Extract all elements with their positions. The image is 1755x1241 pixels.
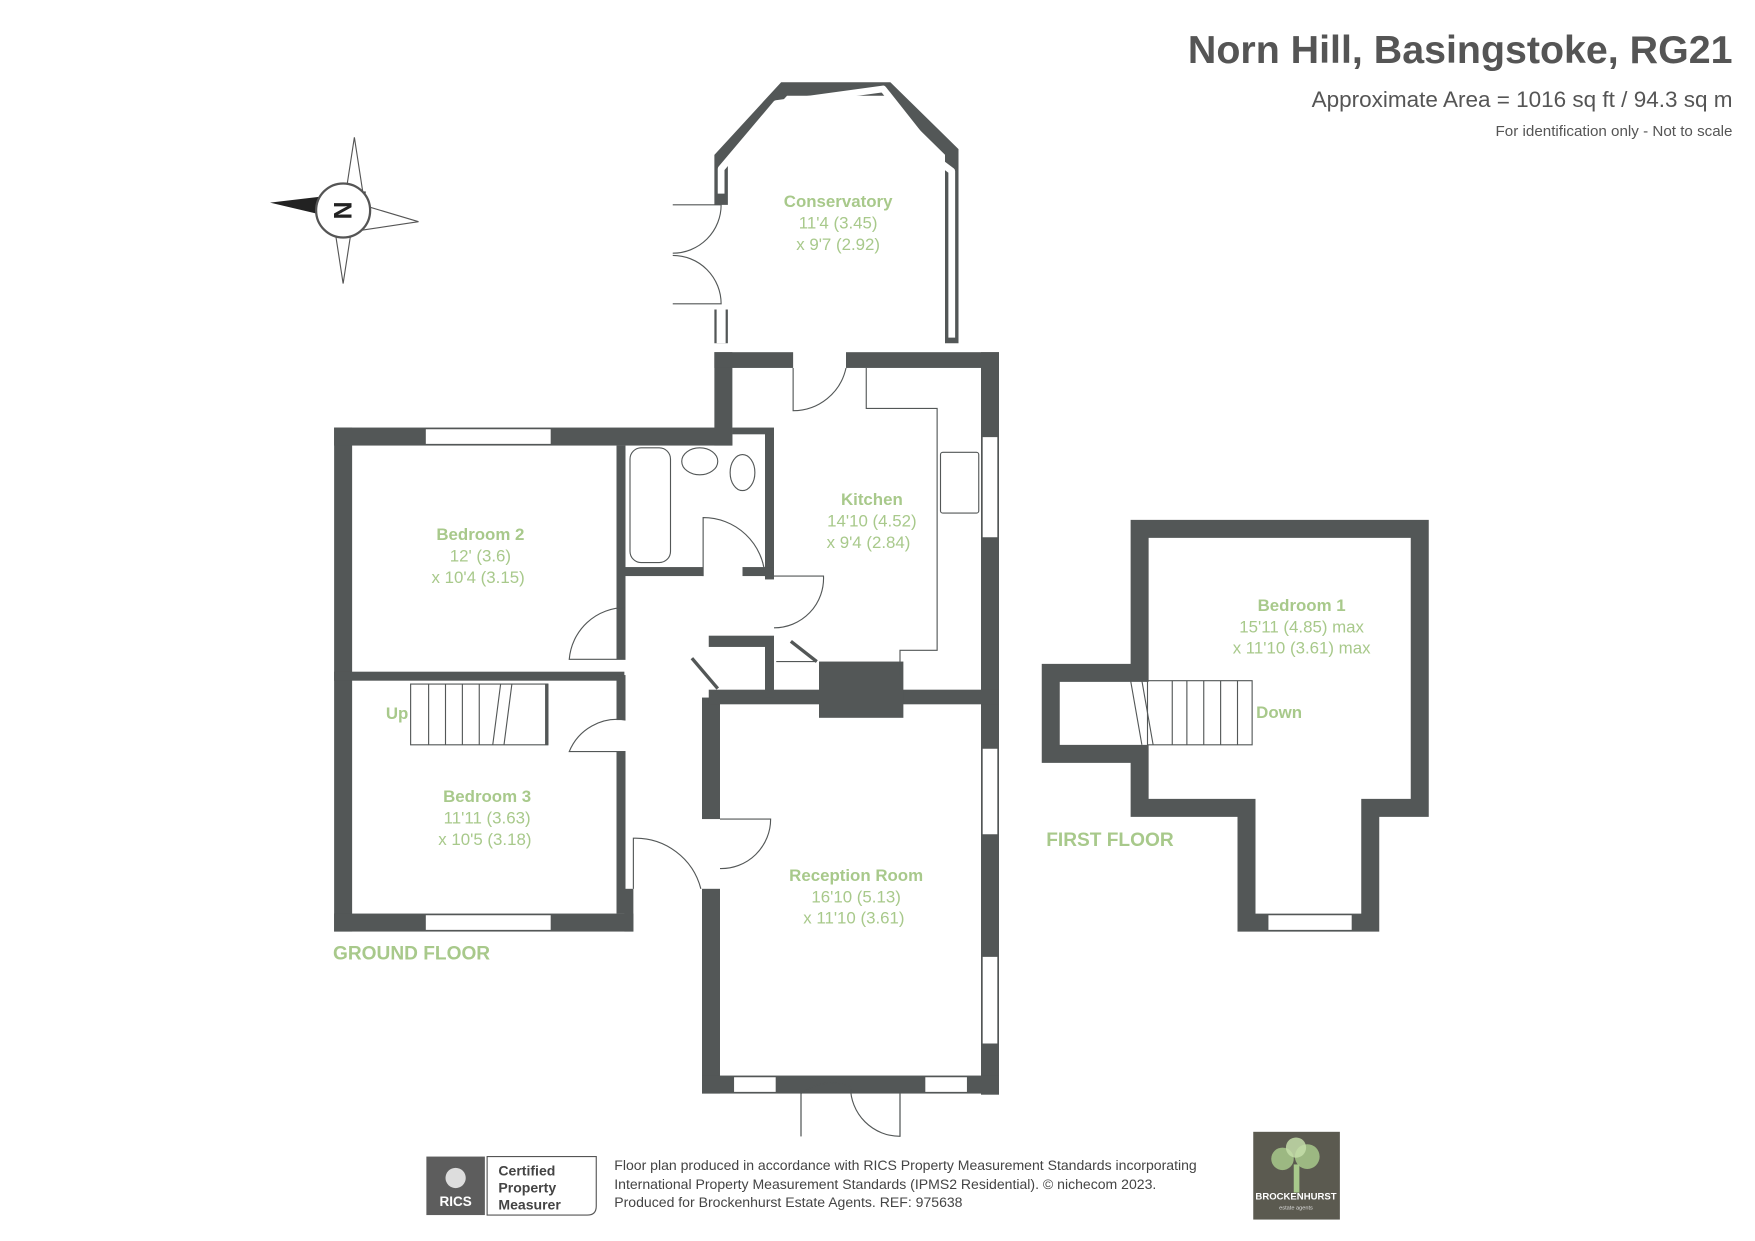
compass-icon: N: [270, 137, 419, 284]
svg-text:x 11'10 (3.61): x 11'10 (3.61): [803, 909, 904, 928]
property-title: Norn Hill, Basingstoke, RG21: [1188, 28, 1733, 72]
rics-logo: RICS: [439, 1194, 471, 1209]
room-label-bedroom-1: Bedroom 1 15'11 (4.85) max x 11'10 (3.61…: [1233, 596, 1371, 658]
room-label-reception: Reception Room 16'10 (5.13) x 11'10 (3.6…: [789, 866, 923, 928]
compass-north-label: N: [328, 202, 355, 220]
footer-line-3: Produced for Brockenhurst Estate Agents.…: [614, 1194, 962, 1210]
svg-text:Bedroom 2: Bedroom 2: [436, 525, 524, 544]
svg-text:Certified: Certified: [498, 1163, 555, 1179]
svg-text:Property: Property: [498, 1180, 556, 1196]
svg-text:16'10 (5.13): 16'10 (5.13): [811, 887, 900, 906]
svg-text:Bedroom 1: Bedroom 1: [1258, 596, 1346, 615]
stairs-down-label: Down: [1256, 703, 1302, 722]
svg-text:x 10'5 (3.18): x 10'5 (3.18): [438, 830, 531, 849]
room-label-bedroom-2: Bedroom 2 12' (3.6) x 10'4 (3.15): [432, 525, 525, 587]
brockenhurst-logo: BROCKENHURST estate agents: [1253, 1131, 1340, 1220]
svg-text:Bedroom 3: Bedroom 3: [443, 787, 531, 806]
svg-text:Measurer: Measurer: [498, 1196, 561, 1212]
svg-text:estate agents: estate agents: [1279, 1205, 1313, 1211]
room-label-conservatory: Conservatory 11'4 (3.45) x 9'7 (2.92): [784, 192, 893, 254]
ground-floor-label: GROUND FLOOR: [333, 944, 490, 965]
svg-text:x 10'4 (3.15): x 10'4 (3.15): [432, 568, 525, 587]
conservatory-walls: [672, 82, 959, 344]
svg-text:12' (3.6): 12' (3.6): [450, 546, 511, 565]
svg-text:11'11 (3.63): 11'11 (3.63): [444, 809, 531, 828]
approximate-area: Approximate Area = 1016 sq ft / 94.3 sq …: [1312, 87, 1733, 112]
svg-text:BROCKENHURST: BROCKENHURST: [1255, 1191, 1336, 1202]
svg-text:x 9'7 (2.92): x 9'7 (2.92): [796, 235, 880, 254]
svg-text:14'10 (4.52): 14'10 (4.52): [827, 512, 916, 531]
rics-badge: RICS Certified Property Measurer: [426, 1156, 597, 1216]
room-label-kitchen: Kitchen 14'10 (4.52) x 9'4 (2.84): [827, 490, 917, 552]
footer-line-1: Floor plan produced in accordance with R…: [614, 1157, 1196, 1173]
svg-text:11'4 (3.45): 11'4 (3.45): [799, 213, 878, 232]
svg-text:Kitchen: Kitchen: [841, 490, 903, 509]
room-label-bedroom-3: Bedroom 3 11'11 (3.63) x 10'5 (3.18): [438, 787, 531, 849]
svg-text:15'11 (4.85) max: 15'11 (4.85) max: [1239, 617, 1364, 636]
first-floor-label: FIRST FLOOR: [1046, 830, 1174, 851]
ground-floor-walls: [334, 352, 999, 1137]
svg-text:Reception Room: Reception Room: [789, 866, 923, 885]
svg-text:x 11'10 (3.61) max: x 11'10 (3.61) max: [1233, 639, 1371, 658]
ground-floor-stairs: [410, 683, 549, 746]
first-floor-walls: [1041, 519, 1429, 932]
svg-text:Conservatory: Conservatory: [784, 192, 893, 211]
footer-line-2: International Property Measurement Stand…: [614, 1176, 1156, 1192]
stairs-up-label: Up: [386, 704, 408, 723]
disclaimer: For identification only - Not to scale: [1496, 123, 1733, 140]
svg-text:x 9'4 (2.84): x 9'4 (2.84): [827, 533, 911, 552]
